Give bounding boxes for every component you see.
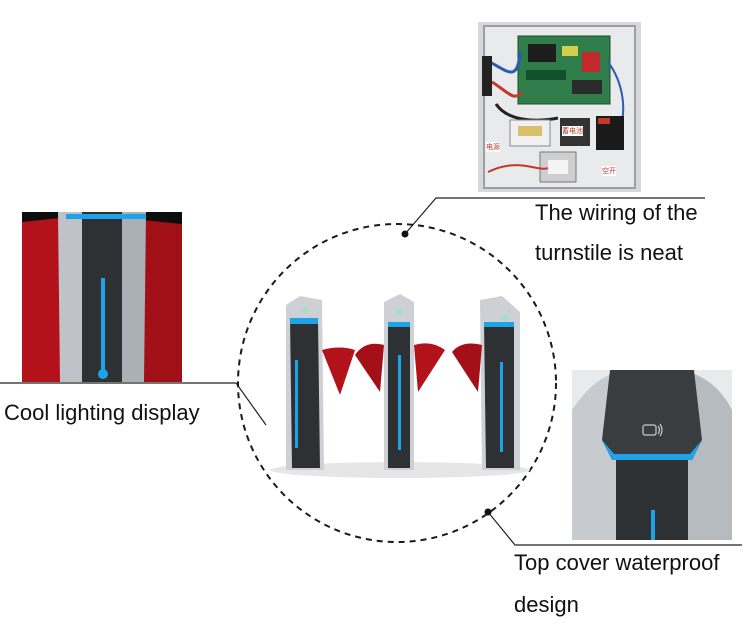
top-cover-photo <box>572 370 732 540</box>
cabinet-middle <box>384 294 414 470</box>
cover-callout-line <box>487 511 742 546</box>
wiring-photo: 电源 蓄电池 空开 <box>478 22 641 192</box>
wiring-dot <box>401 230 409 238</box>
wiring-caption-line2: turnstile is neat <box>535 240 683 265</box>
cabinet-right <box>480 296 520 470</box>
cabinet-left <box>286 296 324 470</box>
lighting-photo <box>22 212 182 382</box>
cover-caption-line1: Top cover waterproof <box>514 550 720 575</box>
lighting-caption: Cool lighting display <box>4 400 200 425</box>
switch-label: 空开 <box>602 166 616 176</box>
cover-caption-line2: design <box>514 592 579 617</box>
flap-4 <box>452 343 482 392</box>
flap-3 <box>414 343 445 392</box>
wiring-callout-line <box>404 197 705 235</box>
flap-1 <box>322 347 355 395</box>
callout-lines <box>0 197 742 546</box>
wiring-caption-line1: The wiring of the <box>535 200 698 225</box>
dashed-circle <box>237 223 557 543</box>
nfc-card-icon <box>642 422 664 438</box>
lighting-callout-line <box>0 382 267 426</box>
battery-label: 蓄电池 <box>562 126 583 136</box>
flap-2 <box>355 343 384 392</box>
power-label: 电源 <box>486 142 500 152</box>
